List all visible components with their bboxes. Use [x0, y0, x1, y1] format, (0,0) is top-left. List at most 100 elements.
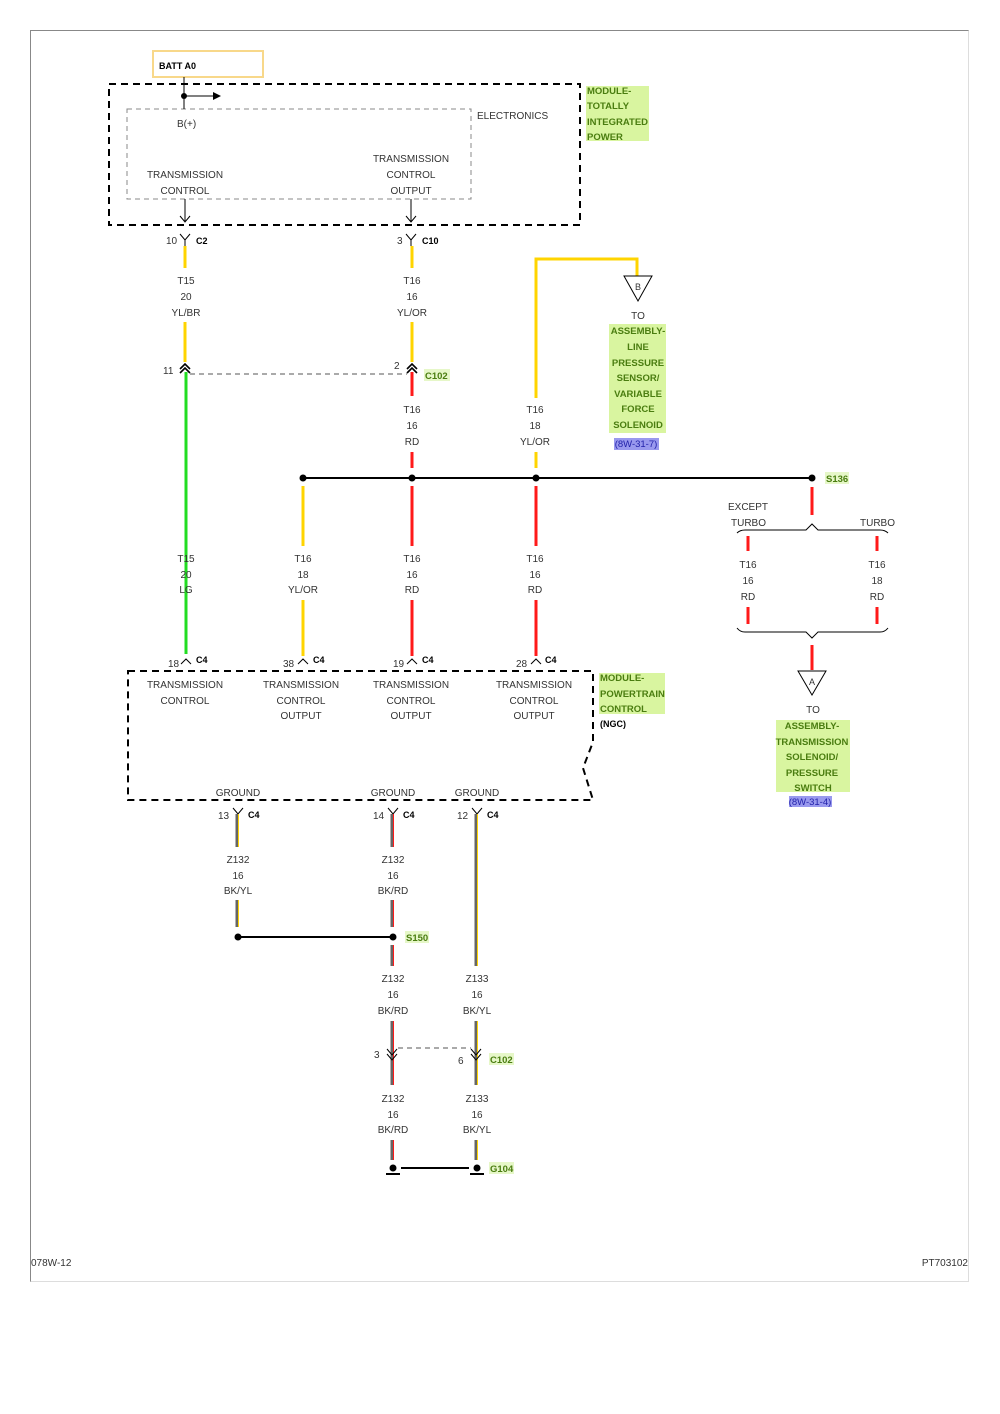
c4-connector-icon	[471, 807, 483, 815]
c102-bottom-highlight	[489, 1053, 514, 1065]
tipm-pin-right-l2: CONTROL	[387, 170, 436, 181]
pcm-pin-label: CONTROL	[387, 696, 436, 707]
ref-a-line: SWITCH	[794, 783, 832, 794]
c4-connector-icon	[232, 807, 244, 815]
w1-circuit: T15	[177, 276, 195, 287]
pcm-ground-label: GROUND	[455, 788, 499, 799]
pcm-pin-label: CONTROL	[277, 696, 326, 707]
ref-b-line: PRESSURE	[612, 358, 664, 369]
c4-pin: 14	[373, 811, 385, 822]
s150-label: S150	[406, 933, 428, 944]
tipm-out-right-arrow-icon	[405, 199, 417, 223]
g2-circuit: Z132	[382, 855, 405, 866]
c4-name: C4	[487, 810, 499, 820]
w8-circuit: T16	[526, 554, 544, 565]
splice-node	[532, 474, 540, 482]
source-box	[152, 50, 264, 78]
w4-color: YL/OR	[520, 437, 550, 448]
turbo-label: TURBO	[860, 518, 895, 529]
w2-gauge: 16	[406, 292, 418, 303]
c2-pin: 10	[166, 236, 178, 247]
c4-pin: 18	[168, 659, 180, 670]
pcm-pin-labels: TRANSMISSION CONTROL TRANSMISSION CONTRO…	[147, 680, 572, 722]
ref-b-letter: B	[635, 282, 641, 292]
g4-circuit: Z133	[466, 974, 489, 985]
source-label: BATT A0	[159, 61, 196, 71]
c2-name: C2	[196, 236, 208, 246]
w10-gauge: 18	[871, 576, 883, 587]
c10-pin: 3	[397, 236, 403, 247]
ref-a-line: ASSEMBLY-	[785, 721, 840, 732]
electronics-outline	[126, 108, 472, 200]
g5-gauge: 16	[387, 1110, 399, 1121]
c4-top-connectors: 18 C4 38 C4 19 C4 28 C4	[168, 655, 557, 670]
c4-name: C4	[422, 655, 434, 665]
c10-name: C10	[422, 236, 439, 246]
w8-gauge: 16	[529, 570, 541, 581]
pcm-name-l2: POWERTRAIN	[600, 689, 665, 700]
splice-node	[408, 474, 416, 482]
w9-circuit: T16	[739, 560, 757, 571]
c102-bottom-right-connector-icon	[470, 1048, 482, 1061]
ref-b-highlight	[609, 324, 666, 433]
w10-color: RD	[870, 592, 884, 603]
w6-gauge: 18	[297, 570, 309, 581]
w5-gauge: 20	[180, 570, 192, 581]
ref-b-line: ASSEMBLY-	[611, 326, 666, 337]
w2-circuit: T16	[403, 276, 421, 287]
c102-bottom-name: C102	[490, 1055, 513, 1066]
w1-gauge: 20	[180, 292, 192, 303]
page-frame	[30, 30, 969, 1282]
g6-circuit: Z133	[466, 1094, 489, 1105]
pcm-ground-label: GROUND	[371, 788, 415, 799]
c4-pin: 38	[283, 659, 295, 670]
c4-pin: 12	[457, 811, 469, 822]
pcm-variant: (NGC)	[600, 719, 626, 729]
c4-name: C4	[248, 810, 260, 820]
pcm-name-highlight	[599, 673, 665, 714]
c10-connector-icon	[405, 233, 417, 246]
splice-node	[234, 933, 242, 941]
pcm-pin-label: OUTPUT	[280, 711, 321, 722]
tipm-name-l2: TOTALLY	[587, 101, 630, 112]
except-turbo-l2: TURBO	[731, 518, 766, 529]
ref-a-page-link[interactable]: (8W-31-4)	[789, 797, 832, 808]
ref-b-line: FORCE	[621, 404, 654, 415]
ref-b-line: SENSOR/	[617, 373, 660, 384]
c102-bottom-left-connector-icon	[386, 1048, 398, 1061]
w3-gauge: 16	[406, 421, 418, 432]
ref-a-page-highlight	[789, 796, 832, 807]
tipm-name-l1: MODULE-	[587, 86, 631, 97]
c2-connector-icon	[179, 233, 191, 246]
tipm-name-highlight	[586, 86, 649, 141]
ref-b-page-link[interactable]: (8W-31-7)	[615, 439, 658, 450]
ref-b-line: SOLENOID	[613, 420, 663, 431]
footer-left-code: 078W-12	[31, 1258, 72, 1269]
c4-bottom-connectors: 13 C4 14 C4 12 C4	[218, 807, 499, 822]
c102-top-name: C102	[425, 371, 448, 382]
g4-gauge: 16	[471, 990, 483, 1001]
c102-bottom-pin-left: 3	[374, 1050, 380, 1061]
ref-a-letter: A	[809, 677, 815, 687]
w5-color: LG	[179, 585, 193, 596]
pcm-pin-label: TRANSMISSION	[373, 680, 449, 691]
tipm-pin-left-l1: TRANSMISSION	[147, 170, 223, 181]
w4-gauge: 18	[529, 421, 541, 432]
ref-b-page-highlight	[614, 438, 659, 450]
pcm-name-l1: MODULE-	[600, 673, 644, 684]
g1-circuit: Z132	[227, 855, 250, 866]
c4-connector-icon	[180, 658, 192, 665]
pcm-pin-label: CONTROL	[510, 696, 559, 707]
ref-a-line: PRESSURE	[786, 768, 838, 779]
pcm-pin-label: OUTPUT	[390, 711, 431, 722]
g104-highlight	[489, 1162, 514, 1174]
w9-gauge: 16	[742, 576, 754, 587]
ground-node	[389, 1164, 397, 1172]
w9-color: RD	[741, 592, 755, 603]
c4-name: C4	[196, 655, 208, 665]
ref-b-to: TO	[631, 311, 645, 322]
c4-connector-icon	[297, 658, 309, 665]
c4-connector-icon	[530, 658, 542, 665]
pcm-ground-label: GROUND	[216, 788, 260, 799]
g5-color: BK/RD	[378, 1125, 409, 1136]
